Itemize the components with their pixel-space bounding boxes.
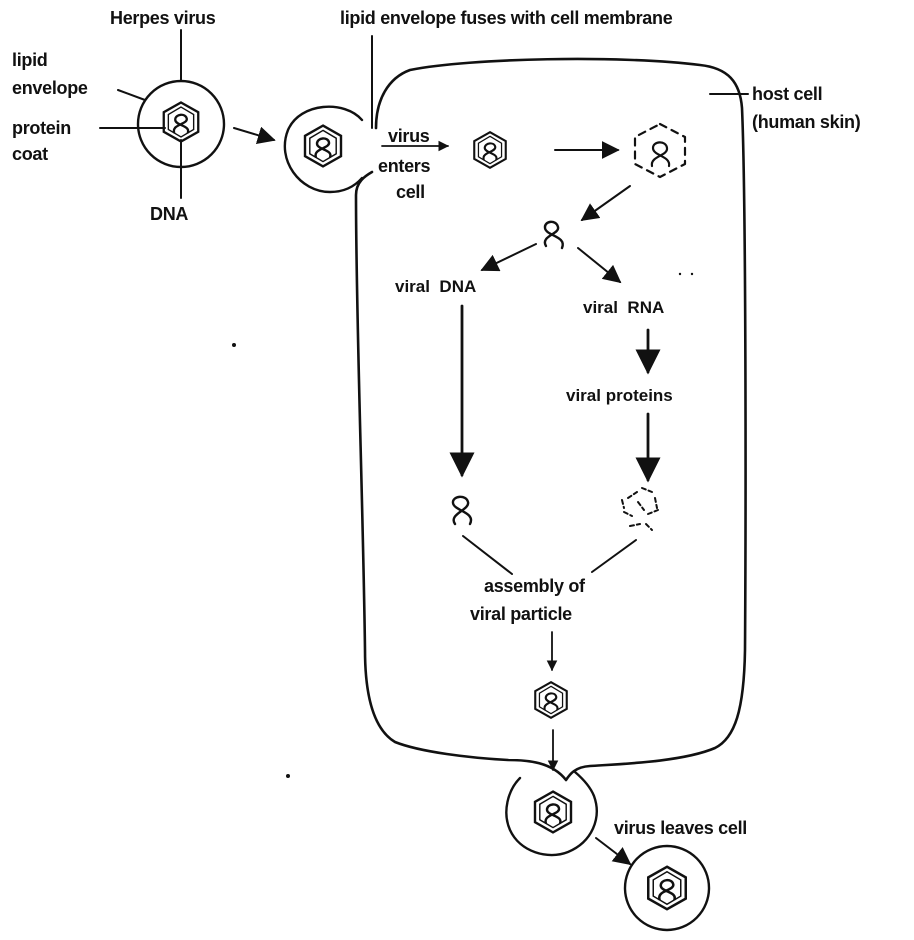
arrow-virus-to-membrane <box>233 126 276 144</box>
pointer-assembly-left <box>462 535 513 575</box>
label-human-skin: (human skin) <box>752 112 861 132</box>
fusing-virus-particle <box>283 105 364 194</box>
speck <box>286 774 290 778</box>
pointer-assembly-right <box>591 539 637 573</box>
label-virus-leaves-cell: virus leaves cell <box>614 818 747 838</box>
released-viral-dna <box>543 220 564 250</box>
label-enters: enters <box>378 156 431 176</box>
label-viral-proteins: viral proteins <box>566 386 673 405</box>
speck <box>678 272 682 276</box>
arrow-to-viral-rna <box>577 247 622 284</box>
label-envelope: envelope <box>12 78 88 98</box>
replicated-viral-dna <box>451 495 473 526</box>
speck <box>232 343 236 347</box>
speck <box>690 272 694 276</box>
arrow-uncoating-to-dna <box>580 185 631 222</box>
label-protein: protein <box>12 118 71 138</box>
arrow-to-viral-dna <box>480 243 537 272</box>
label-virus: virus <box>388 126 430 146</box>
label-fuses: lipid envelope fuses with cell membrane <box>340 8 673 28</box>
label-dna: DNA <box>150 204 188 224</box>
uncoating-capsid <box>633 122 687 179</box>
budding-virus-particle <box>505 770 598 857</box>
label-lipid: lipid <box>12 50 48 70</box>
label-herpes-virus: Herpes virus <box>110 8 216 28</box>
arrow-virus-leaves <box>595 837 632 866</box>
pointer-lipid-envelope <box>117 89 146 101</box>
assembled-capsid <box>534 681 568 719</box>
label-assembly-of: assembly of <box>484 576 586 596</box>
viral-protein-fragments <box>621 487 659 531</box>
intracellular-capsid <box>473 131 507 169</box>
label-viral-particle: viral particle <box>470 604 572 624</box>
label-viral-rna: viral RNA <box>583 298 664 317</box>
host-cell-membrane <box>354 57 747 782</box>
released-virus-particle <box>623 844 711 932</box>
label-host-cell: host cell <box>752 84 822 104</box>
label-coat: coat <box>12 144 48 164</box>
label-viral-dna: viral DNA <box>395 277 476 296</box>
label-cell: cell <box>396 182 425 202</box>
